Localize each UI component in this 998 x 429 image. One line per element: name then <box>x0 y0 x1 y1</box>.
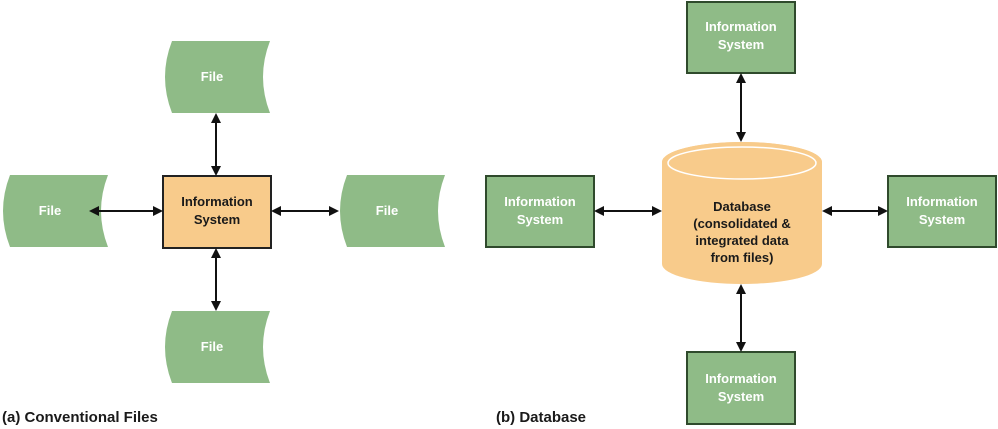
file-label: File <box>39 203 61 218</box>
system-box <box>485 175 595 248</box>
caption-b: (b) Database <box>496 409 586 426</box>
caption-a: (a) Conventional Files <box>2 409 158 426</box>
file-label: File <box>201 69 223 84</box>
file-right: File <box>340 175 445 247</box>
file-shape <box>3 175 108 247</box>
system-label-line-2: System <box>194 212 240 227</box>
system-box <box>686 351 796 425</box>
system-label-line-2: System <box>919 212 965 227</box>
system-label-line-1: Information <box>181 194 253 209</box>
cylinder-top-highlight <box>667 146 817 180</box>
system-label-line-2: System <box>517 212 563 227</box>
information-system-center: Information System <box>162 175 272 249</box>
information-system-top: Information System <box>686 1 796 74</box>
system-label-line-1: Information <box>705 19 777 34</box>
file-shape <box>165 311 270 383</box>
panel-database: Database (consolidated & integrated data… <box>485 1 997 426</box>
database-label-line-2: (consolidated & <box>693 216 791 231</box>
file-shape <box>165 41 270 113</box>
system-box <box>686 1 796 74</box>
information-system-right: Information System <box>887 175 997 248</box>
system-label-line-2: System <box>718 37 764 52</box>
file-shape <box>340 175 445 247</box>
file-label: File <box>376 203 398 218</box>
file-bottom: File <box>165 311 270 383</box>
system-label-line-1: Information <box>906 194 978 209</box>
file-label: File <box>201 339 223 354</box>
panel-conventional-files: File File File File Information System (… <box>2 41 445 426</box>
file-top: File <box>165 41 270 113</box>
file-left: File <box>3 175 108 247</box>
system-box <box>887 175 997 248</box>
system-label-line-2: System <box>718 389 764 404</box>
information-system-bottom: Information System <box>686 351 796 425</box>
system-label-line-1: Information <box>705 371 777 386</box>
database-label-line-4: from files) <box>711 250 774 265</box>
database-label-line-1: Database <box>713 199 771 214</box>
database-cylinder: Database (consolidated & integrated data… <box>662 142 822 284</box>
cylinder-top <box>662 142 822 182</box>
information-system-left: Information System <box>485 175 595 248</box>
system-label-line-1: Information <box>504 194 576 209</box>
database-label-line-3: integrated data <box>695 233 789 248</box>
